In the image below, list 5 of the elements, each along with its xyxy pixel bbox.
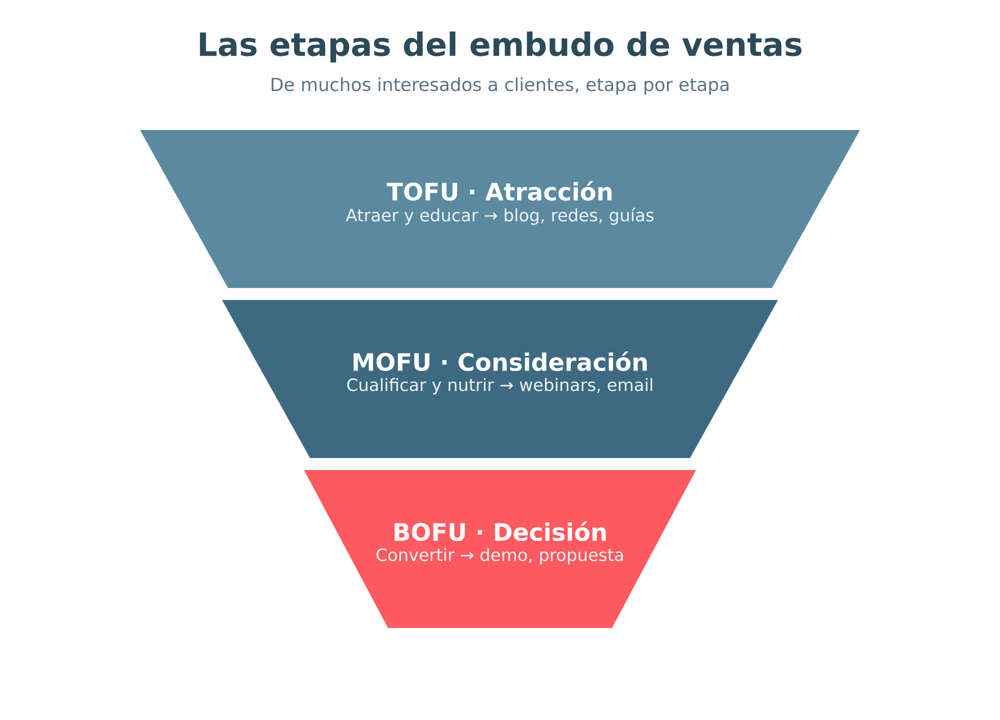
funnel-stage: TOFU · Atracción Atraer y educar → blog, redes, guías <box>140 130 860 288</box>
funnel-stage: BOFU · Decisión Convertir → demo, propuesta <box>304 470 696 628</box>
title: Las etapas del embudo de ventas <box>200 32 802 62</box>
subtitle: De muchos interesados a clientes, etapa por etapa <box>272 77 728 95</box>
funnel-stage: MOFU · Consideración Cualificar y nutrir → webinars, email <box>222 300 778 458</box>
